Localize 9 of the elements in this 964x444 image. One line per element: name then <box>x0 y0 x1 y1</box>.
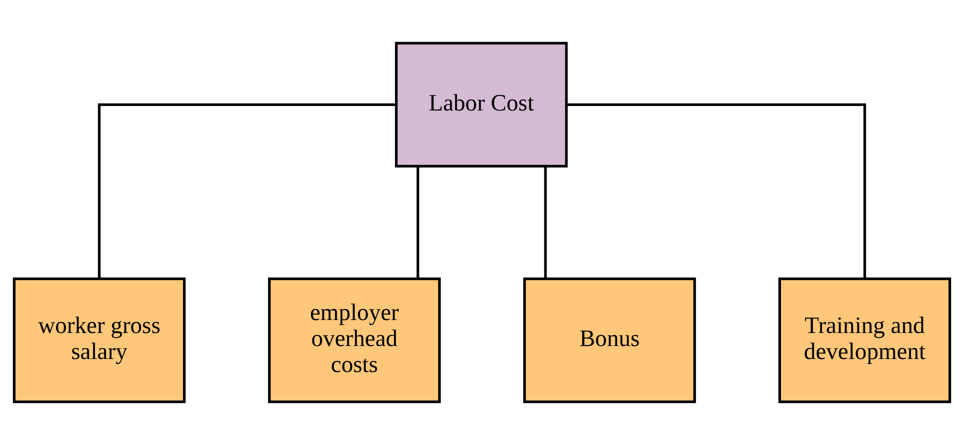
connector <box>566 102 866 278</box>
connector <box>98 102 396 278</box>
node-box: employer overhead costs <box>268 276 441 403</box>
node-box: Bonus <box>523 276 696 403</box>
connector <box>416 166 420 278</box>
node-box: worker gross salary <box>12 276 186 403</box>
node-box: Labor Cost <box>394 41 568 168</box>
node-box: Training and development <box>778 276 952 403</box>
connector <box>544 166 547 278</box>
